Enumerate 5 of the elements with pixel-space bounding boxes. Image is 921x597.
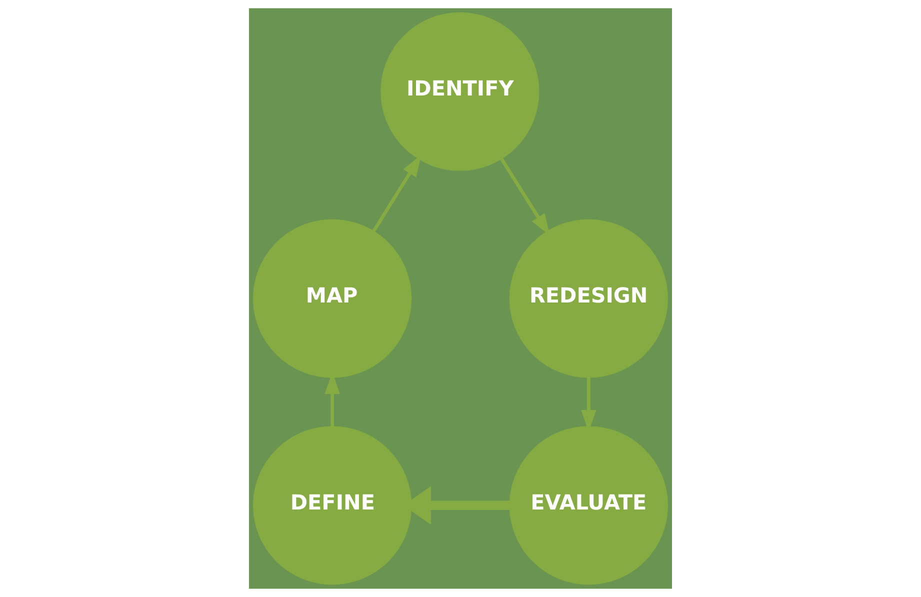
node-circle: REDESIGN <box>509 219 668 378</box>
node-circle: IDENTIFY <box>380 12 540 171</box>
node-circle: MAP <box>253 219 412 378</box>
node-circle: DEFINE <box>253 426 412 585</box>
node-circle: EVALUATE <box>509 426 668 585</box>
